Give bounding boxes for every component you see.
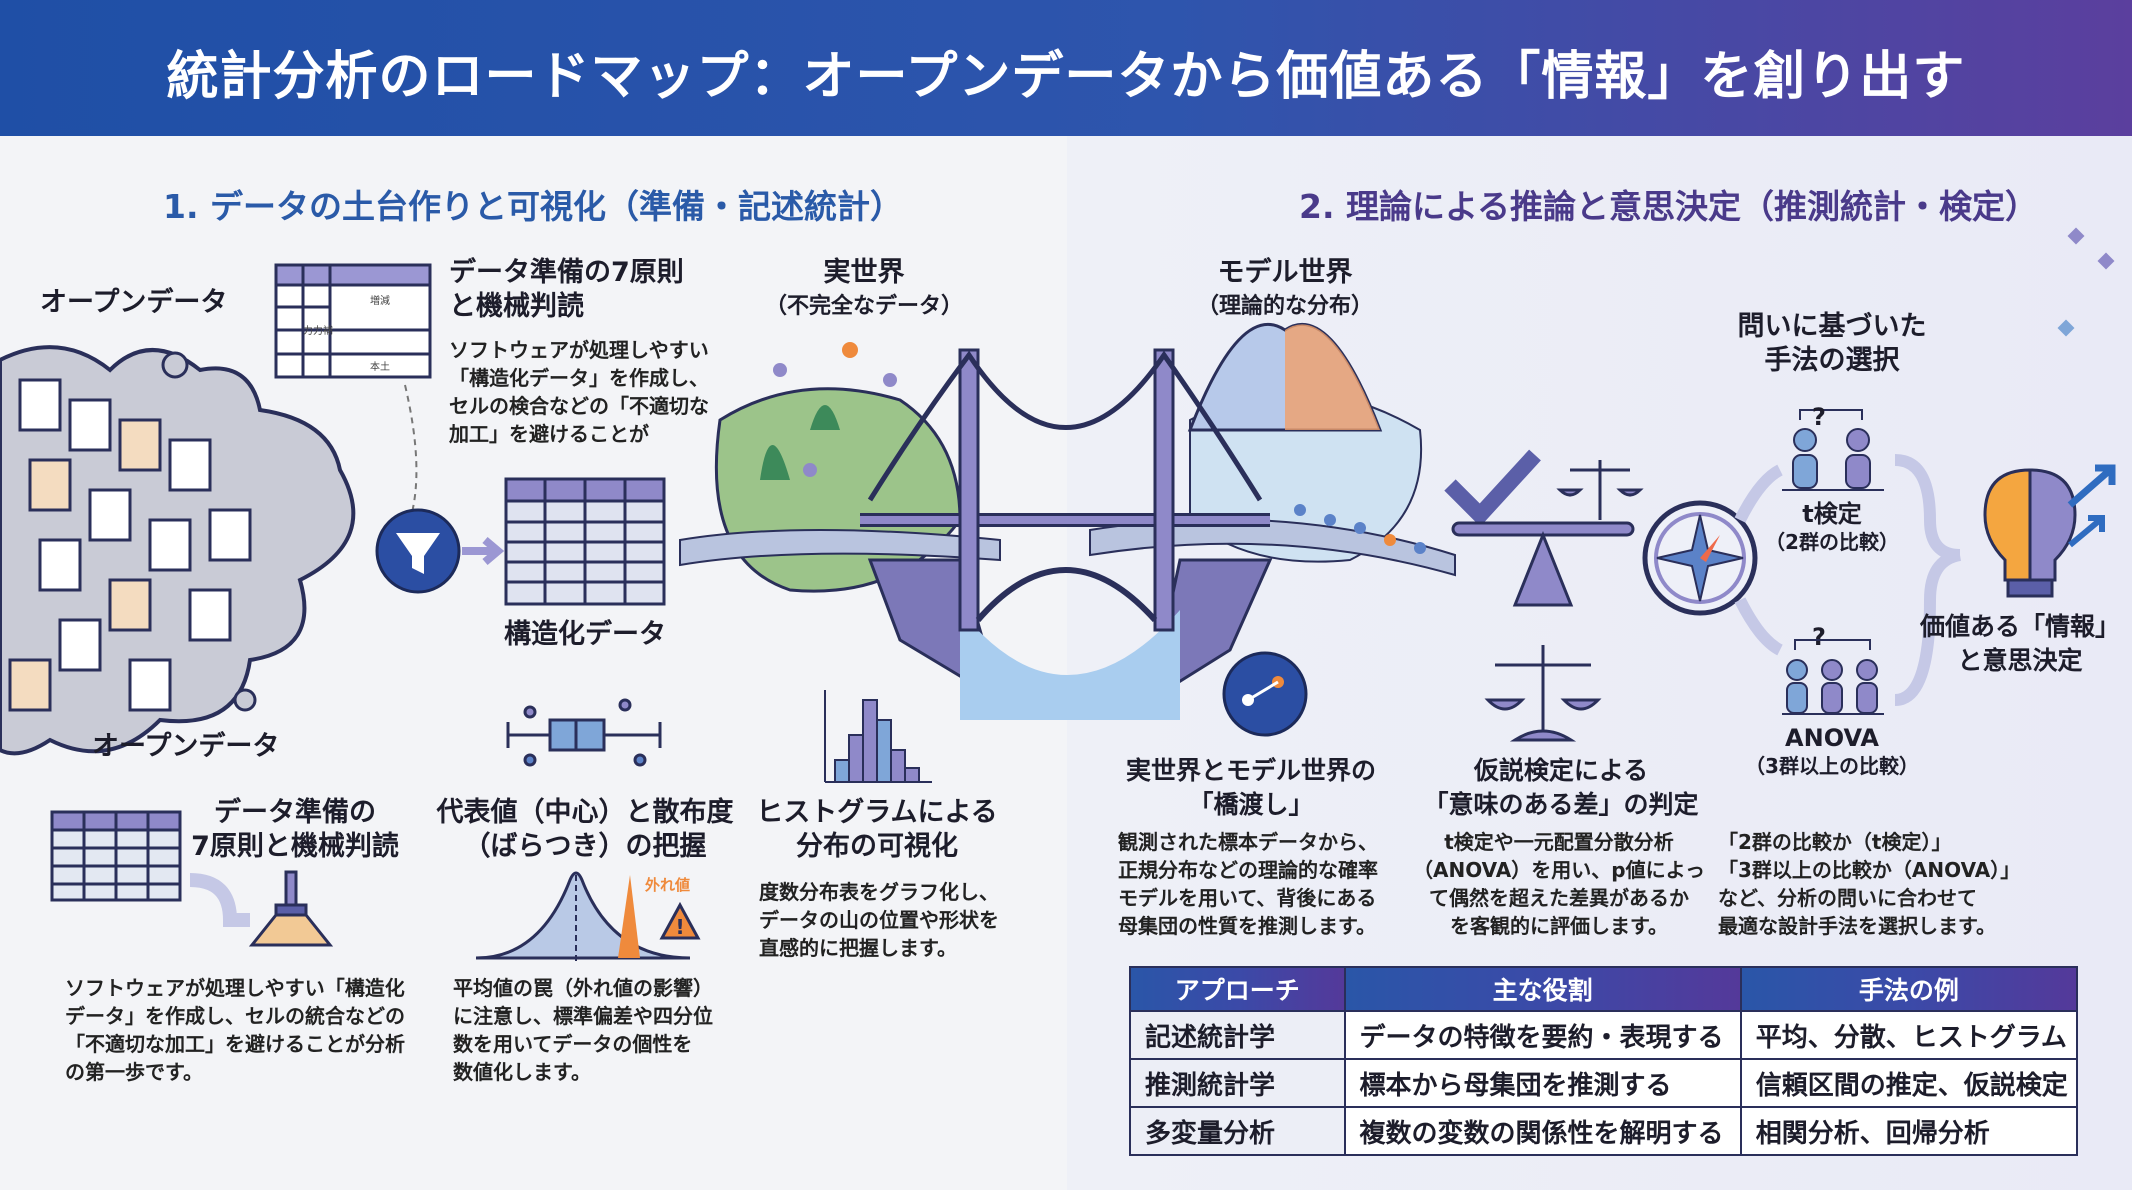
bridge-illustration	[679, 322, 1456, 720]
header-bar: 統計分析のロードマップ：オープンデータから価値ある「情報」を創り出す	[0, 0, 2132, 136]
t-test-question-mark: ?	[1812, 403, 1826, 431]
filter-funnel-icon	[375, 508, 505, 594]
table-cell: 記述統計学	[1129, 1010, 1346, 1060]
arrow-icon	[189, 873, 250, 927]
table-icon-label: 増減	[370, 294, 390, 307]
table-cell: 複数の変数の関係性を解明する	[1343, 1106, 1742, 1156]
two-groups-people-icon	[1782, 409, 1884, 491]
card-histogram-text: 度数分布表をグラフ化し、データの山の位置や形状を直感的に把握します。	[759, 880, 999, 960]
open-data-label-top: オープンデータ	[40, 287, 228, 318]
outlier-label: 外れ値	[644, 876, 690, 894]
normal-distribution-outlier-icon: !	[475, 871, 701, 965]
svg-text:本土: 本土	[370, 360, 390, 373]
card-bridge-text: 観測された標本データから、正規分布などの理論的な確率モデルを用いて、背後にある母…	[1118, 830, 1378, 938]
model-world-label: モデル世界（理論的な分布）	[1196, 257, 1373, 319]
prep-title: データ準備の7原則と機械判読	[449, 257, 684, 322]
table-row: 推測統計学標本から母集団を推測する信頼区間の推定、仮説検定	[1129, 1058, 2079, 1108]
card-central-tendency-text: 平均値の罠（外れ値の影響）に注意し、標準偏差や四分位数を用いてデータの個性を数値…	[453, 976, 713, 1084]
table-cell: 推測統計学	[1129, 1058, 1346, 1108]
column-header: 手法の例	[1739, 966, 2079, 1012]
section-1-heading: 1. データの土台作りと可視化（準備・記述統計）	[163, 187, 903, 226]
method-selection-title: 問いに基づいた手法の選択	[1737, 311, 1927, 376]
bridge-network-icon	[1222, 651, 1308, 737]
broom-icon	[248, 870, 334, 947]
card-hypothesis-text: t検定や一元配置分散分析（ANOVA）を用い、p値によって偶然を超えた差異がある…	[1413, 830, 1705, 938]
open-data-label-bottom: オープンデータ	[92, 731, 280, 762]
page-title: 統計分析のロードマップ：オープンデータから価値ある「情報」を創り出す	[166, 47, 1966, 107]
prep-description: ソフトウェアが処理しやすい「構造化データ」を作成し、セルの検合などの「不適切な加…	[449, 338, 709, 446]
anova-question-mark: ?	[1812, 623, 1826, 651]
table-icon	[274, 263, 432, 379]
card-selection-text: 「2群の比較か（t検定）」「3群以上の比較か（ANOVA）」など、分析の問いに合…	[1718, 830, 2021, 938]
lightbulb-brain-icon	[1983, 464, 2116, 598]
table-cell: 信頼区間の推定、仮説検定	[1739, 1058, 2079, 1108]
table-row: 多変量分析複数の変数の関係性を解明する相関分析、回帰分析	[1129, 1106, 2079, 1156]
t-test-label: t検定（2群の比較）	[1765, 500, 1899, 554]
table-cell: 相関分析、回帰分析	[1739, 1106, 2079, 1156]
table-cell: 平均、分散、ヒストグラム	[1739, 1010, 2079, 1060]
card-central-tendency-title: 代表値（中心）と散布度（ばらつき）の把握	[436, 797, 734, 862]
scale-icon	[1484, 645, 1602, 742]
card-data-prep-text: ソフトウェアが処理しやすい「構造化データ」を作成し、セルの統合などの「不適切な加…	[65, 976, 405, 1084]
open-data-cloud-icon	[0, 345, 356, 756]
dashed-connector	[404, 384, 418, 521]
column-header: 主な役割	[1343, 966, 1742, 1012]
card-histogram-title: ヒストグラムによる分布の可視化	[756, 797, 998, 862]
boxplot-icon	[506, 698, 662, 767]
seesaw-balance-icon	[1451, 460, 1644, 607]
table-row: 記述統計学データの特徴を要約・表現する平均、分散、ヒストグラム	[1129, 1010, 2079, 1060]
table-header-row: アプローチ主な役割手法の例	[1129, 966, 2079, 1012]
branch-arrow-down	[1734, 597, 1783, 656]
structured-data-table-icon	[504, 477, 666, 606]
checkmark-icon	[1444, 449, 1541, 527]
section-2-heading: 2. 理論による推論と意思決定（推測統計・検定）	[1299, 187, 2038, 226]
table-cell: データの特徴を要約・表現する	[1343, 1010, 1742, 1060]
compass-icon	[1642, 500, 1758, 616]
histogram-icon	[824, 690, 932, 783]
decorative-diamonds-icon	[2057, 227, 2115, 337]
column-header: アプローチ	[1129, 966, 1346, 1012]
data-table-icon	[50, 810, 182, 902]
card-hypothesis-title: 仮説検定による「意味のある差」の判定	[1423, 756, 1699, 819]
svg-text:!: !	[675, 915, 684, 939]
svg-text:力力補: 力力補	[303, 324, 333, 337]
three-groups-people-icon	[1782, 639, 1884, 715]
table-cell: 多変量分析	[1129, 1106, 1346, 1156]
table-cell: 標本から母集団を推測する	[1343, 1058, 1742, 1108]
value-info-label: 価値ある「情報」と意思決定	[1919, 612, 2120, 675]
structured-data-label: 構造化データ	[504, 619, 666, 650]
real-world-label: 実世界（不完全なデータ）	[764, 257, 963, 319]
anova-label: ANOVA（3群以上の比較）	[1745, 724, 1919, 778]
card-bridge-title: 実世界とモデル世界の「橋渡し」	[1125, 756, 1376, 819]
branch-arrow-up	[1734, 464, 1783, 523]
approach-summary-table: アプローチ主な役割手法の例 記述統計学データの特徴を要約・表現する平均、分散、ヒ…	[1129, 966, 2079, 1156]
merge-arrow	[1894, 454, 1962, 706]
